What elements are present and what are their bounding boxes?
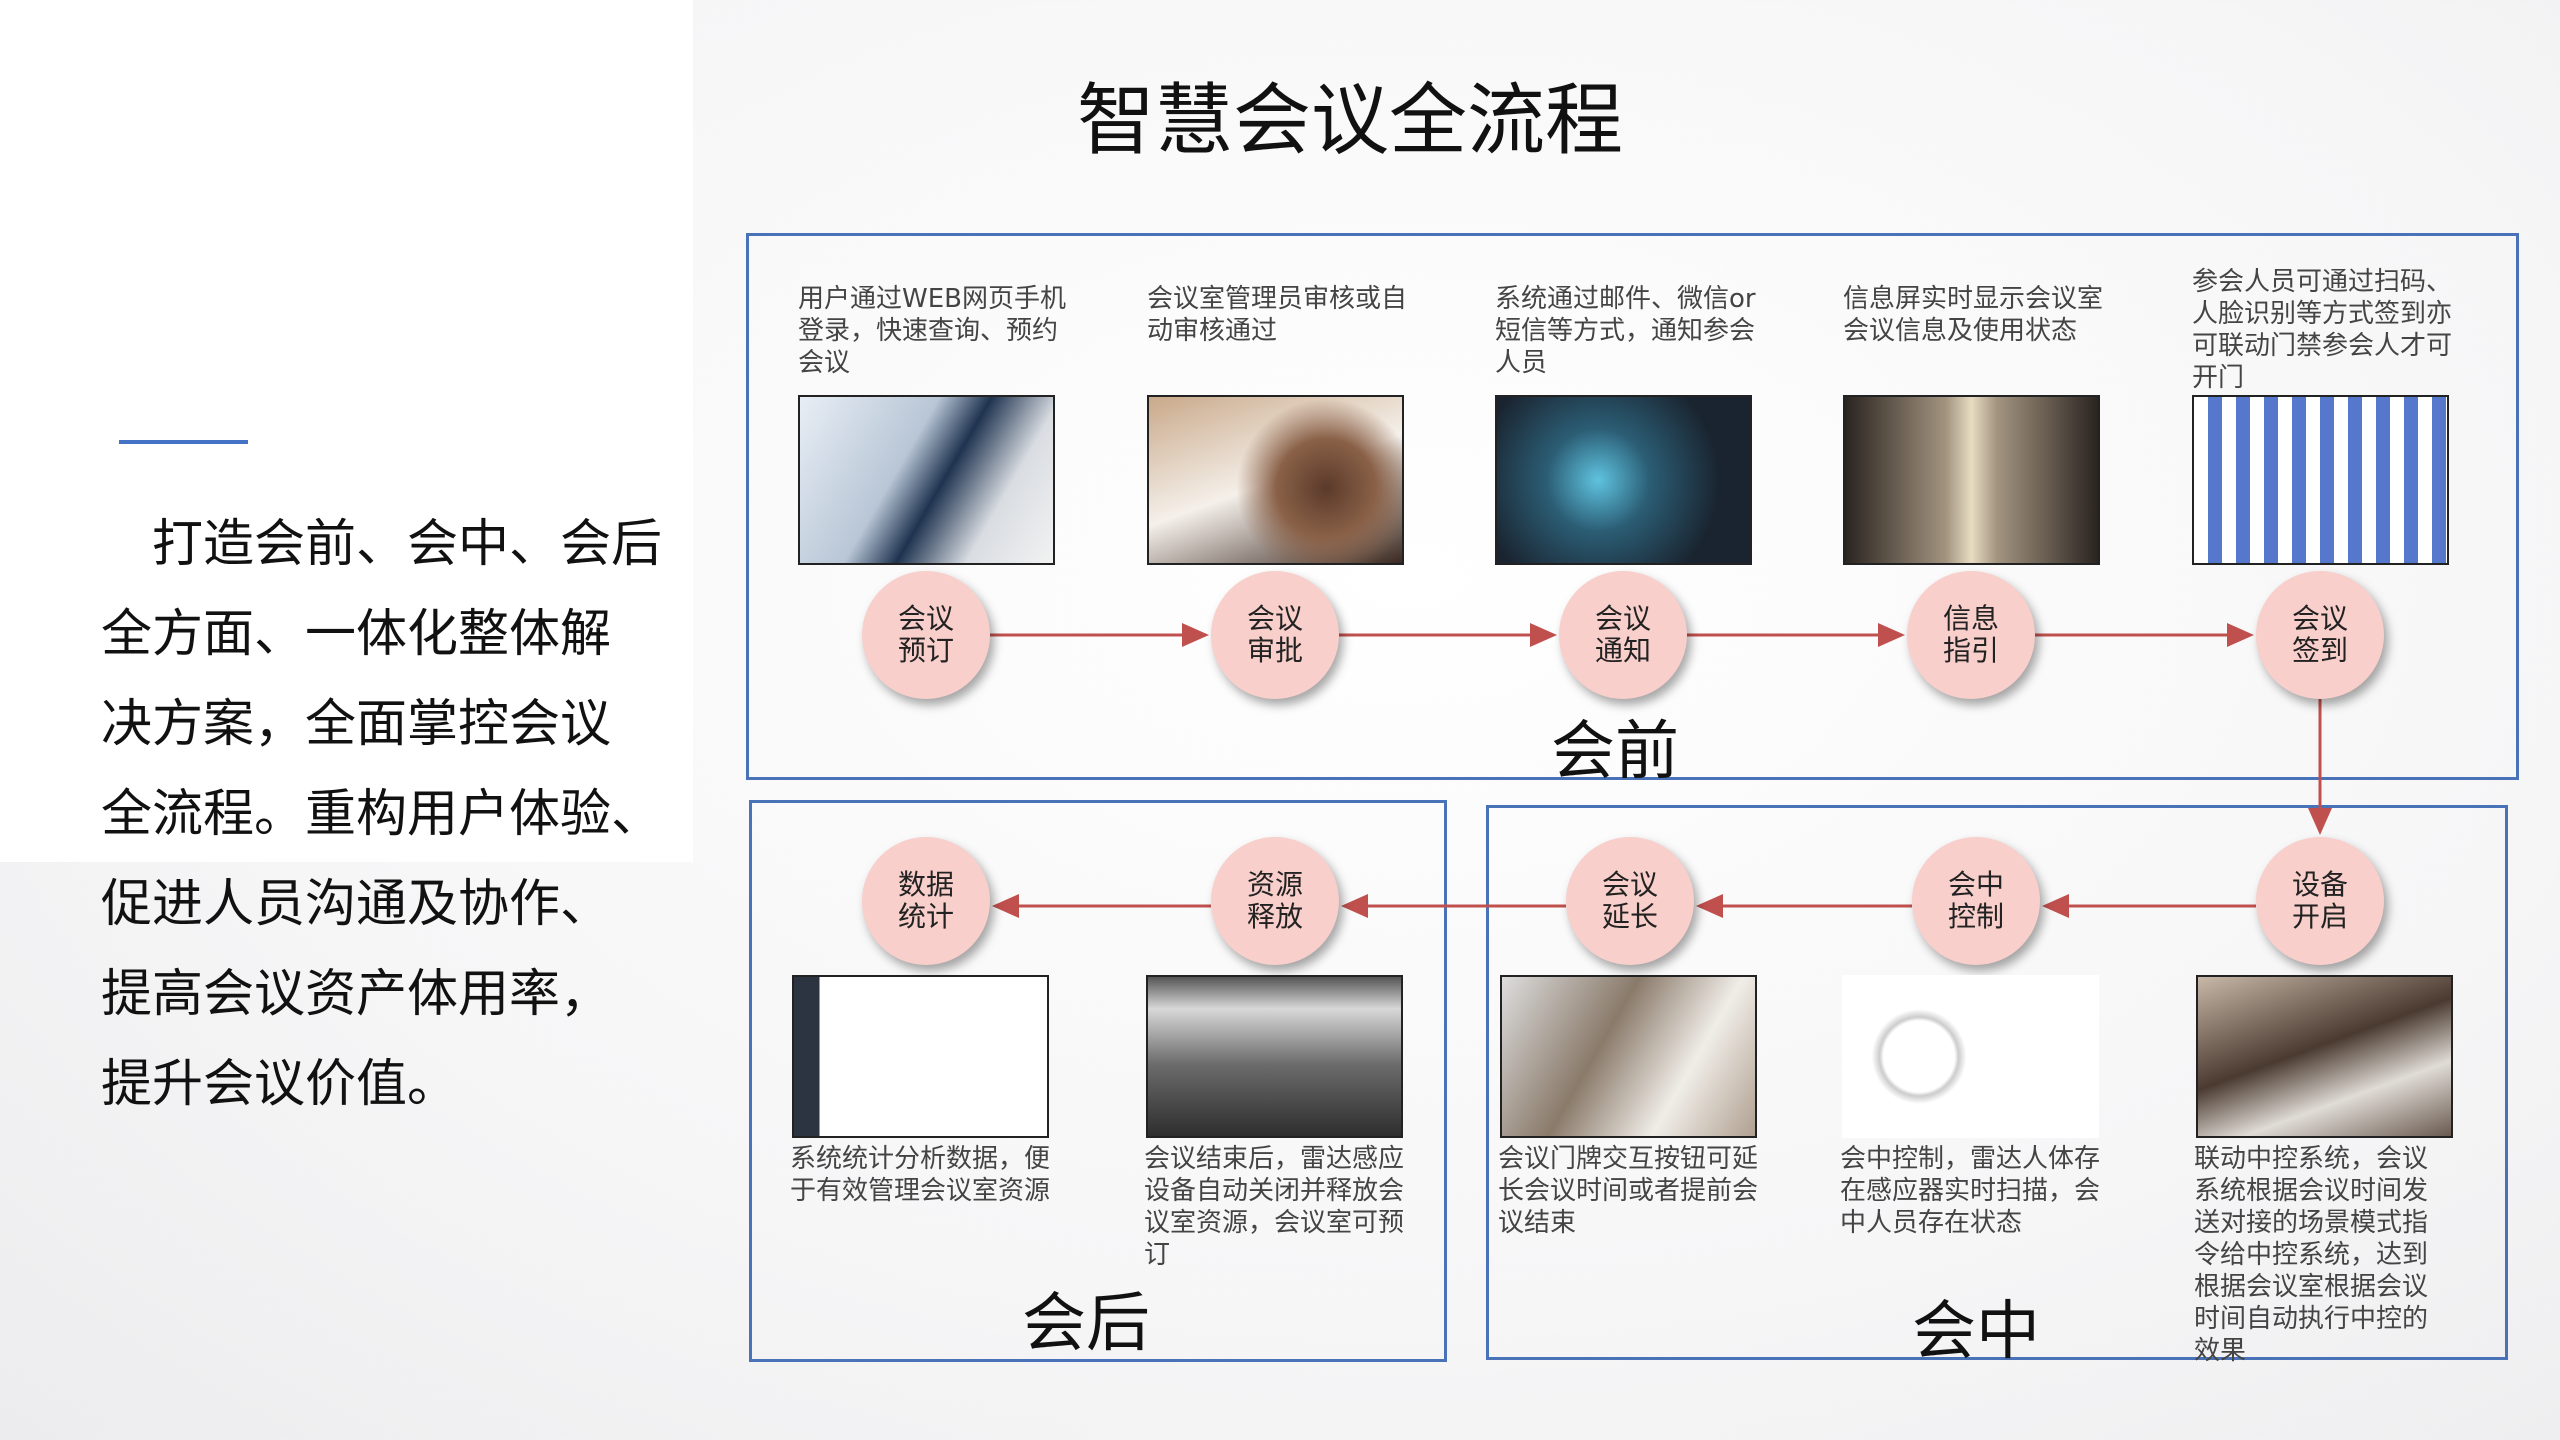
- summary-line: 决方案，全面掌控会议: [101, 695, 612, 754]
- phone-messages-photo: [1495, 395, 1752, 565]
- step-label: 统计: [897, 900, 954, 933]
- step-description: 会议室管理员审核或自动审核通过: [1147, 284, 1408, 346]
- step-node-b4: 设备开启: [2256, 837, 2384, 965]
- step-label: 信息: [1942, 602, 1999, 635]
- step-description: 会议结束后，雷达感应设备自动关闭并释放会议室资源，会议室可预订: [1144, 1144, 1405, 1270]
- phase-before-box: [746, 233, 2519, 780]
- step-node-0: 会议预订: [862, 571, 990, 699]
- step-description: 联动中控系统，会议系统根据会议时间发送对接的场景模式指令给中控系统，达到根据会议…: [2194, 1144, 2429, 1366]
- summary-text: 打造会前、会中、会后 全方面、一体化整体解 决方案，全面掌控会议 全流程。重构用…: [101, 500, 681, 1130]
- stats-dashboard-screenshot: [792, 975, 1049, 1138]
- summary-panel: [0, 0, 693, 862]
- handshake-photo: [1500, 975, 1757, 1138]
- step-description: 用户通过WEB网页手机登录，快速查询、预约会议: [798, 284, 1066, 378]
- step-label: 会议: [1246, 602, 1303, 635]
- step-description: 会中控制，雷达人体存在感应器实时扫描，会中人员存在状态: [1840, 1144, 2101, 1238]
- signin-dashboard-screenshot: [2192, 395, 2449, 565]
- summary-line: 提升会议价值。: [101, 1055, 459, 1114]
- summary-line: 促进人员沟通及协作、: [101, 875, 612, 934]
- step-label: 数据: [897, 868, 954, 901]
- step-label: 会议: [897, 602, 954, 635]
- step-label: 延长: [1601, 900, 1658, 933]
- step-description: 系统通过邮件、微信or短信等方式，通知参会人员: [1495, 284, 1756, 378]
- step-node-b0: 数据统计: [862, 837, 990, 965]
- phase-label-during: 会中: [1912, 1295, 2040, 1369]
- summary-line: 提高会议资产体用率，: [101, 965, 612, 1024]
- meeting-presentation-photo: [2196, 975, 2453, 1138]
- accent-line: [119, 440, 248, 444]
- step-description: 参会人员可通过扫码、人脸识别等方式签到亦可联动门禁参会人才可开门: [2192, 267, 2453, 393]
- step-label: 通知: [1594, 634, 1651, 667]
- step-label: 指引: [1942, 634, 1999, 667]
- step-label: 会中: [1947, 868, 2004, 901]
- laptop-phone-photo: [798, 395, 1055, 565]
- granted-stamp-photo: [1147, 395, 1404, 565]
- phase-label-before: 会前: [1551, 715, 1679, 789]
- summary-line: 全流程。重构用户体验、: [101, 785, 663, 844]
- step-label: 签到: [2291, 634, 2348, 667]
- step-description: 会议门牌交互按钮可延长会议时间或者提前会议结束: [1498, 1144, 1759, 1238]
- phase-after-box: [749, 800, 1447, 1362]
- step-node-1: 会议审批: [1211, 571, 1339, 699]
- step-label: 会议: [2291, 602, 2348, 635]
- step-label: 开启: [2291, 900, 2348, 933]
- hallway-screen-photo: [1843, 395, 2100, 565]
- step-label: 预订: [897, 634, 954, 667]
- step-node-2: 会议通知: [1559, 571, 1687, 699]
- step-label: 设备: [2291, 868, 2348, 901]
- step-node-b2: 会议延长: [1566, 837, 1694, 965]
- step-label: 资源: [1246, 868, 1303, 901]
- step-label: 控制: [1947, 900, 2004, 933]
- phase-during-box: [1486, 805, 2508, 1360]
- step-description: 系统统计分析数据，便于有效管理会议室资源: [790, 1144, 1051, 1206]
- step-label: 释放: [1246, 900, 1303, 933]
- empty-meeting-room-photo: [1146, 975, 1403, 1138]
- step-node-b1: 资源释放: [1211, 837, 1339, 965]
- summary-line: 全方面、一体化整体解: [101, 605, 612, 664]
- step-label: 会议: [1601, 868, 1658, 901]
- phase-label-after: 会后: [1022, 1287, 1150, 1361]
- step-label: 审批: [1246, 634, 1303, 667]
- step-description: 信息屏实时显示会议室会议信息及使用状态: [1843, 284, 2104, 346]
- radar-sensor-photo: [1842, 975, 2099, 1138]
- step-node-4: 会议签到: [2256, 571, 2384, 699]
- step-label: 会议: [1594, 602, 1651, 635]
- summary-line: 打造会前、会中、会后: [101, 515, 663, 574]
- page-title: 智慧会议全流程: [1076, 76, 1623, 166]
- step-node-3: 信息指引: [1907, 571, 2035, 699]
- step-node-b3: 会中控制: [1912, 837, 2040, 965]
